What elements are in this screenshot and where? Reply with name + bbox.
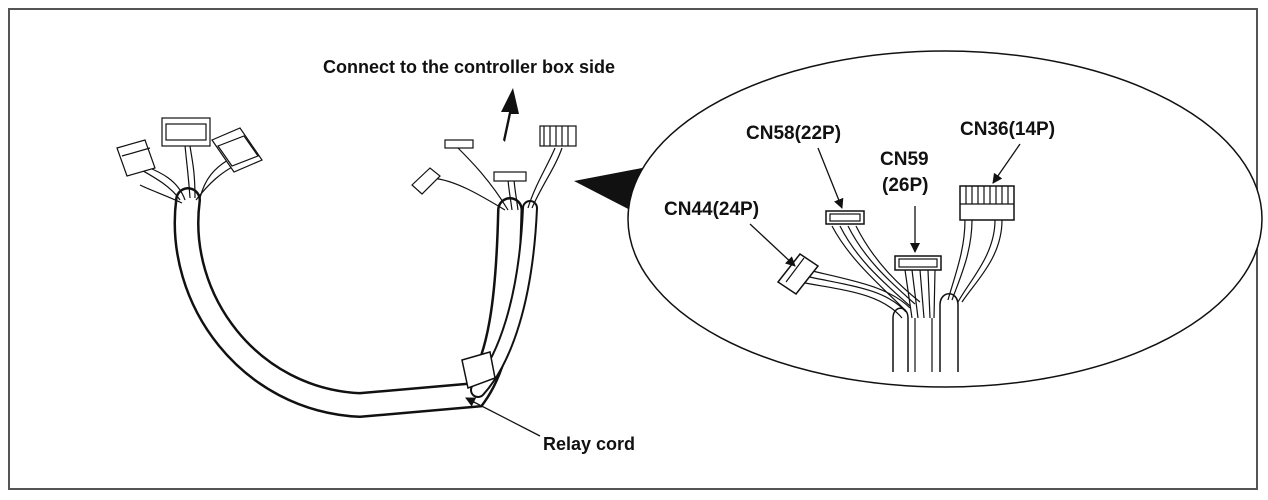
left-connector-bundle <box>116 117 263 204</box>
cn44-label: CN44(24P) <box>664 199 760 220</box>
cn59-label-line1: CN59 <box>880 149 929 170</box>
cn59-label-line2: (26P) <box>882 175 929 196</box>
leader-arrows <box>465 143 1021 437</box>
zoomed-harness <box>776 185 1015 372</box>
zoom-ellipse <box>627 50 1263 388</box>
right-connector-bundle <box>411 125 577 211</box>
zoom-pointer <box>574 168 642 213</box>
controller-side-label: Connect to the controller box side <box>323 57 616 77</box>
upward-arrow <box>501 88 519 142</box>
relay-cord <box>173 187 538 419</box>
cn36-label: CN36(14P) <box>960 119 1056 140</box>
relay-cord-label: Relay cord <box>543 434 636 454</box>
cn58-label: CN58(22P) <box>746 123 842 144</box>
